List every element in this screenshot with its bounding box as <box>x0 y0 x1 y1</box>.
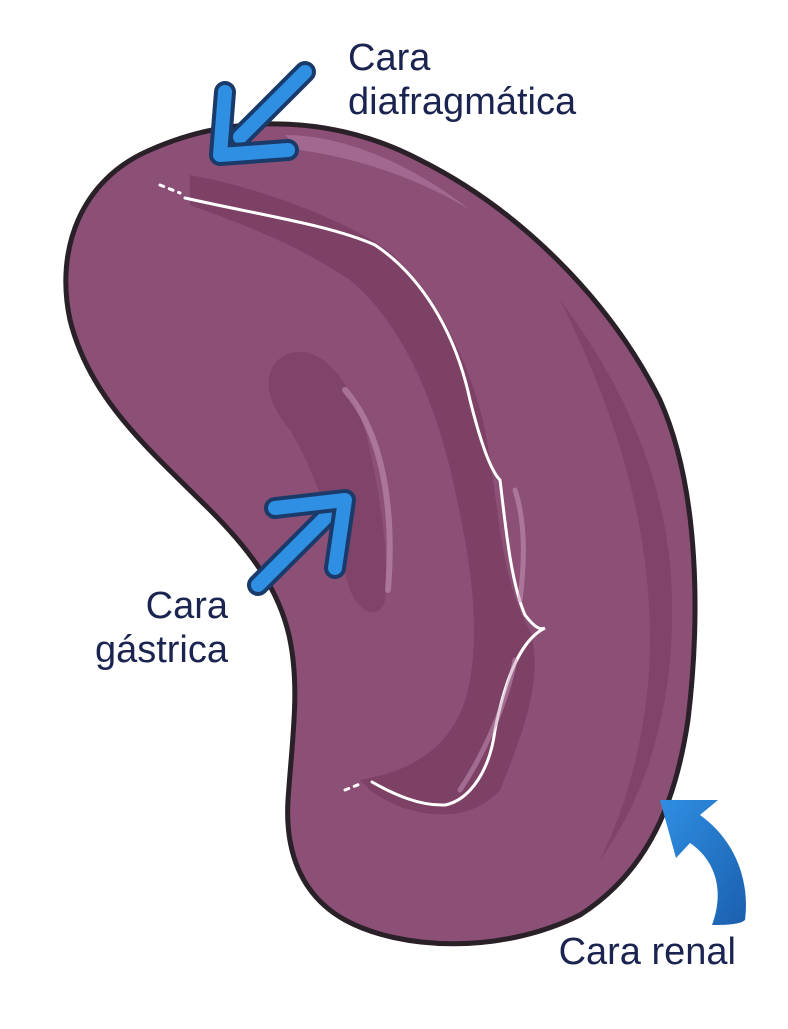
highlight-streak-3 <box>457 657 518 793</box>
arrow-down-left-icon <box>209 61 316 166</box>
arrow-up-right-icon <box>247 489 356 596</box>
label-diafragmatica-line-2: diafragmática <box>348 81 577 123</box>
highlight-streak-1 <box>342 387 393 593</box>
hilum-line <box>183 196 546 807</box>
label-gastrica-line-1: Cara <box>145 585 228 627</box>
label-gastrica-line-2: gástrica <box>94 629 228 671</box>
top-sheen <box>285 135 470 210</box>
label-diafragmatica-line-1: Cara <box>348 37 431 79</box>
hilum-line-tail-2 <box>343 782 362 792</box>
label-renal-text: Cara renal <box>558 931 736 973</box>
gastric-depression <box>268 351 387 613</box>
highlight-streak-2 <box>512 487 526 603</box>
label-cara-diafragmatica: Cara diafragmática <box>348 36 576 124</box>
curved-arrow-icon <box>660 800 746 925</box>
spleen-organ <box>63 121 698 947</box>
hilum-line-tail <box>158 183 182 195</box>
label-cara-renal: Cara renal <box>559 930 736 974</box>
label-cara-gastrica: Cara gástrica <box>95 584 228 672</box>
right-shadow <box>560 300 673 860</box>
